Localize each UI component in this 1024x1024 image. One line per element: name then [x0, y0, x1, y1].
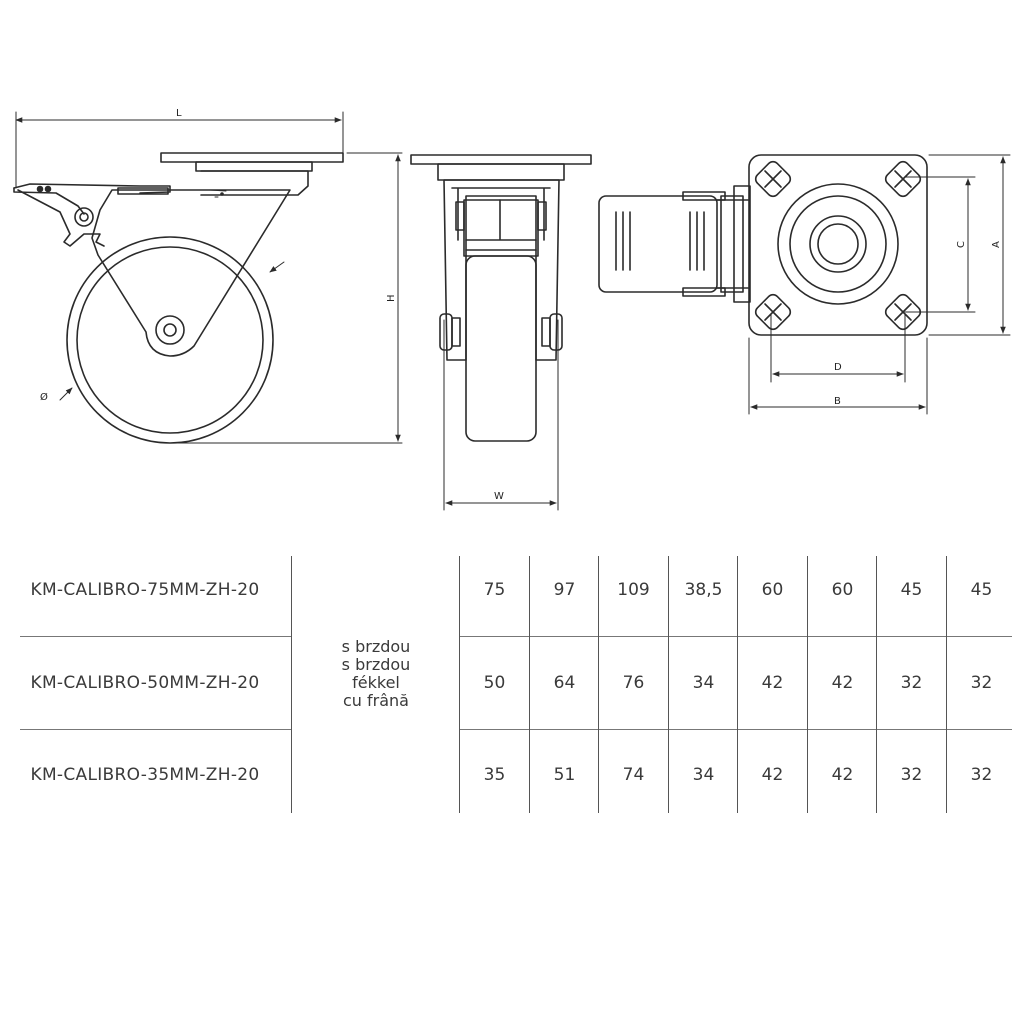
row-divider — [20, 636, 292, 637]
dim-label-w: W — [494, 491, 504, 502]
dim-label-h: H — [386, 294, 397, 302]
table-cell: 45 — [970, 580, 993, 600]
table-cell: 38,5 — [684, 580, 723, 600]
brake-description: s brzdou s brzdou fékkel cu frână — [292, 638, 460, 710]
side-view: L H Ø — [13, 108, 403, 444]
table-cell: 34 — [692, 765, 715, 785]
table-cell: 32 — [900, 765, 923, 785]
spec-table: KM-CALIBRO-75MM-ZH-20 KM-CALIBRO-50MM-ZH… — [0, 556, 1024, 816]
table-cell: 32 — [970, 765, 993, 785]
table-cell: 42 — [761, 673, 784, 693]
table-cell: 64 — [553, 673, 576, 693]
column-divider — [668, 556, 669, 813]
table-cell: 109 — [617, 580, 650, 600]
table-cell: 45 — [900, 580, 923, 600]
front-wheel — [465, 255, 537, 442]
table-cell: 34 — [692, 673, 715, 693]
dim-label-a: A — [991, 241, 1002, 248]
brake-label: cu frână — [343, 691, 409, 710]
front-top-plate — [410, 154, 592, 165]
dim-label-b: B — [834, 396, 841, 407]
technical-drawing: L H Ø W — [13, 108, 1011, 511]
top-view: A C D B — [598, 154, 1011, 415]
dim-label-l: L — [176, 108, 182, 119]
brake-pedal — [598, 195, 718, 293]
brake-label: s brzdou — [341, 637, 411, 656]
column-divider — [529, 556, 530, 813]
table-cell: 97 — [553, 580, 576, 600]
model-name: KM-CALIBRO-35MM-ZH-20 — [30, 765, 260, 785]
brake-label: s brzdou — [341, 655, 411, 674]
swivel-ring-outer — [777, 183, 899, 305]
front-view: W — [410, 154, 592, 511]
column-divider — [737, 556, 738, 813]
table-cell: 76 — [622, 673, 645, 693]
column-divider — [291, 556, 292, 813]
table-cell: 35 — [483, 765, 506, 785]
table-cell: 42 — [831, 765, 854, 785]
axle-inner — [163, 323, 177, 337]
table-cell: 74 — [622, 765, 645, 785]
table-cell: 42 — [761, 765, 784, 785]
axle-outer — [155, 315, 185, 345]
wheel-rim — [76, 246, 264, 434]
top-plate — [748, 154, 928, 336]
side-top-plate — [160, 152, 344, 163]
table-cell: 32 — [900, 673, 923, 693]
table-cell: 32 — [970, 673, 993, 693]
column-divider — [459, 556, 460, 813]
dim-label-c: C — [956, 241, 967, 248]
model-name: KM-CALIBRO-75MM-ZH-20 — [30, 580, 260, 600]
front-fork — [443, 179, 560, 361]
brake-label: fékkel — [352, 673, 400, 692]
column-divider — [946, 556, 947, 813]
row-divider — [460, 729, 1012, 730]
dim-label-d: D — [834, 362, 842, 373]
column-divider — [876, 556, 877, 813]
table-cell: 60 — [761, 580, 784, 600]
column-divider — [807, 556, 808, 813]
dim-label-diameter: Ø — [40, 391, 48, 403]
mount-holes — [754, 160, 922, 331]
column-divider — [598, 556, 599, 813]
table-cell: 50 — [483, 673, 506, 693]
side-fork — [91, 189, 291, 357]
model-name: KM-CALIBRO-50MM-ZH-20 — [30, 673, 260, 693]
table-cell: 60 — [831, 580, 854, 600]
row-divider — [460, 636, 1012, 637]
swivel-ring-inner — [817, 223, 859, 265]
table-cell: 75 — [483, 580, 506, 600]
table-cell: 51 — [553, 765, 576, 785]
wheel-tire — [66, 236, 274, 444]
row-divider — [20, 729, 292, 730]
table-cell: 42 — [831, 673, 854, 693]
